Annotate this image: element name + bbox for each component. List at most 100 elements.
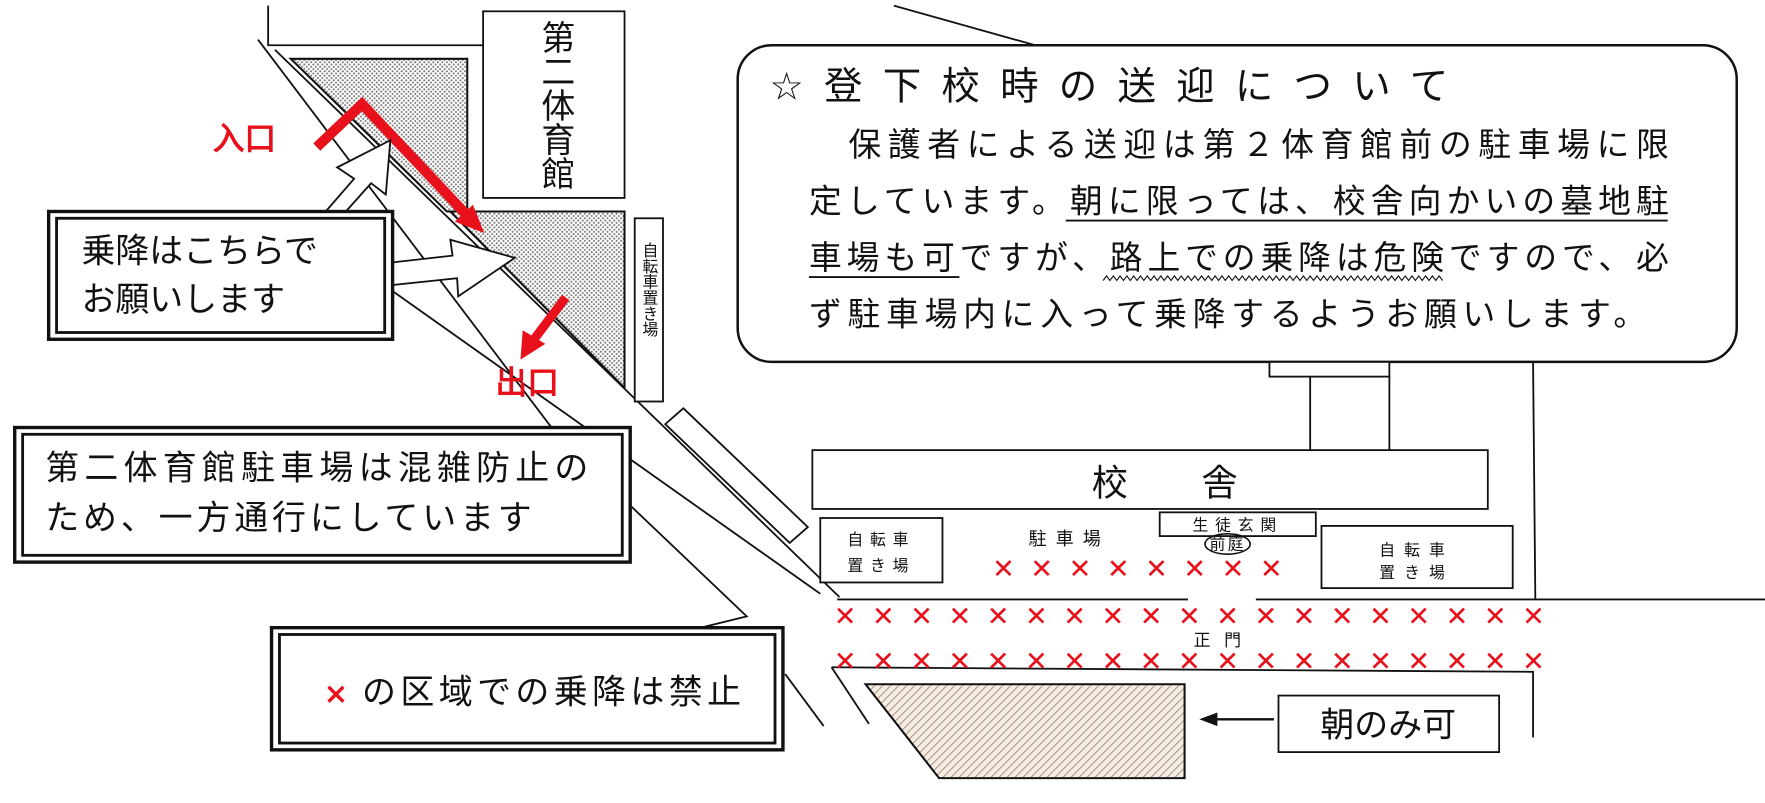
road-edge — [627, 502, 749, 630]
no-dropoff-x-mark: ✕ — [1254, 647, 1277, 678]
no-dropoff-x-mark: ✕ — [1107, 554, 1130, 585]
no-dropoff-x-mark: ✕ — [910, 647, 933, 678]
no-dropoff-x-mark: ✕ — [1101, 601, 1124, 632]
dropoff-arrow-right — [391, 238, 517, 298]
road-edge — [893, 4, 1036, 47]
no-dropoff-x-mark: ✕ — [1522, 647, 1545, 678]
no-dropoff-x-mark: ✕ — [1293, 647, 1316, 678]
road-edge — [784, 673, 825, 727]
exit-arrow — [530, 294, 570, 343]
no-dropoff-x-mark: ✕ — [987, 601, 1010, 632]
gym2-building: 第二体育館 — [482, 10, 626, 199]
morning-only-parking — [863, 683, 1186, 780]
no-dropoff-x-mark: ✕ — [1446, 601, 1469, 632]
no-dropoff-x-mark: ✕ — [1101, 647, 1124, 678]
main-gate-label: 正門 — [1194, 630, 1255, 650]
no-dropoff-x-mark: ✕ — [1178, 647, 1201, 678]
road-edge — [257, 39, 558, 435]
no-dropoff-x-mark: ✕ — [1484, 647, 1507, 678]
no-dropoff-x-mark: ✕ — [992, 554, 1015, 585]
dropoff-arrow-up — [322, 138, 392, 216]
no-dropoff-x-mark: ✕ — [1140, 601, 1163, 632]
notice-line: 車場も可ですが、路上での乗降は危険ですので、必 — [809, 239, 1669, 277]
entrance-arrow — [313, 96, 477, 226]
student-entrance: 生徒玄関 — [1158, 511, 1317, 537]
connector-structure — [1268, 361, 1391, 378]
no-dropoff-x-mark: ✕ — [834, 601, 857, 632]
no-dropoff-x-mark: ✕ — [1069, 554, 1092, 585]
oneway-line2: ため、一方通行にしています — [45, 499, 532, 538]
no-dropoff-x-mark: ✕ — [1260, 554, 1283, 585]
no-dropoff-x-mark: ✕ — [1331, 647, 1354, 678]
no-dropoff-x-mark: ✕ — [1446, 647, 1469, 678]
no-dropoff-x-mark: ✕ — [1369, 601, 1392, 632]
school-building-label-2: 舎 — [1202, 461, 1238, 504]
bike-parking-left: 自転車 置き場 — [819, 517, 944, 584]
no-dropoff-x-mark: ✕ — [1369, 647, 1392, 678]
no-dropoff-x-mark: ✕ — [1178, 601, 1201, 632]
no-dropoff-x-mark: ✕ — [872, 601, 895, 632]
morning-only-label-box: 朝のみ可 — [1277, 694, 1501, 754]
no-dropoff-x-mark: ✕ — [987, 647, 1010, 678]
no-dropoff-x-mark: ✕ — [1183, 554, 1206, 585]
no-dropoff-x-mark: ✕ — [1140, 647, 1163, 678]
road-edge — [274, 49, 841, 598]
no-dropoff-x-mark: ✕ — [1216, 647, 1239, 678]
no-dropoff-x-mark: ✕ — [1063, 647, 1086, 678]
bike-parking-right: 自転車 置き場 — [1320, 525, 1514, 590]
no-dropoff-x-mark: ✕ — [1293, 601, 1316, 632]
no-dropoff-x-mark: ✕ — [1331, 601, 1354, 632]
roadside-structure — [663, 407, 810, 545]
parking-lot-label: 駐車場 — [1028, 529, 1109, 550]
exit-label: 出口 — [496, 366, 559, 402]
student-entrance-label: 生徒玄関 — [1193, 515, 1283, 534]
forbidden-callout: × の区域での乗降は禁止 — [269, 626, 785, 752]
dropoff-line1: 乗降はこちらで — [81, 232, 317, 271]
entrance-arrowhead — [454, 204, 485, 233]
dropoff-line2: お願いします — [81, 281, 285, 320]
front-yard-label: 前庭 — [1209, 535, 1245, 554]
no-dropoff-x-mark: ✕ — [1216, 601, 1239, 632]
gym2-label: 第二体育館 — [535, 20, 575, 190]
no-dropoff-x-mark: ✕ — [910, 601, 933, 632]
exit-arrowhead — [520, 330, 546, 360]
no-dropoff-x-mark: ✕ — [1025, 647, 1048, 678]
bike-parking-vertical-label: 自転車置き場 — [640, 242, 659, 338]
notice-line: 定しています。朝に限っては、校舎向かいの墓地駐 — [809, 183, 1669, 221]
bike-parking-vertical: 自転車置き場 — [633, 217, 664, 403]
road-edge — [831, 666, 1534, 738]
no-dropoff-x-mark: ✕ — [1030, 554, 1053, 585]
no-dropoff-x-mark: ✕ — [1222, 554, 1245, 585]
no-dropoff-x-mark: ✕ — [1522, 601, 1545, 632]
gym2-parking-lower — [447, 210, 626, 391]
no-dropoff-x-mark: ✕ — [949, 601, 972, 632]
bike-parking-right-line2: 置き場 — [1379, 563, 1454, 582]
boundary-line — [1532, 361, 1537, 600]
wavy-underline — [1102, 275, 1444, 282]
no-dropoff-x-mark: ✕ — [1407, 601, 1430, 632]
bike-parking-left-line1: 自転車 — [847, 530, 915, 549]
bike-parking-left-line2: 置き場 — [847, 556, 915, 575]
no-dropoff-x-mark: ✕ — [1025, 601, 1048, 632]
no-dropoff-x-mark: ✕ — [834, 647, 857, 678]
no-dropoff-x-mark: ✕ — [1254, 601, 1277, 632]
no-dropoff-x-mark: ✕ — [1145, 554, 1168, 585]
road-edge — [830, 666, 870, 725]
bike-parking-right-line1: 自転車 — [1379, 540, 1454, 559]
entrance-label: 入口 — [213, 121, 276, 157]
school-building-label-1: 校 — [1092, 461, 1128, 504]
forbidden-mark: × — [324, 676, 349, 710]
school-building: 校 舎 — [811, 449, 1489, 510]
building-outline — [267, 5, 484, 47]
no-dropoff-x-mark: ✕ — [1407, 647, 1430, 678]
no-dropoff-x-mark: ✕ — [872, 647, 895, 678]
notice-box: ☆登下校時の送迎について 保護者による送迎は第２体育館前の駐車場に限 定していま… — [736, 43, 1738, 364]
morning-only-label: 朝のみ可 — [1320, 706, 1456, 745]
dropoff-callout: 乗降はこちらで お願いします — [46, 209, 395, 341]
front-yard-circle — [1204, 533, 1252, 555]
oneway-callout: 第二体育館駐車場は混雑防止の ため、一方通行にしています — [13, 425, 632, 564]
no-dropoff-zone: ✕ ✕ ✕ ✕ ✕ ✕ ✕ ✕ ✕ ✕ ✕ ✕ ✕ ✕ ✕ ✕ ✕ ✕ ✕ ✕ ✕ ✕ ✕ ✕ ✕ ✕ ✕ ✕ ✕ ✕ ✕ ✕ ✕ ✕ ✕ ✕ ✕ ✕ ✕ ✕… — [834, 554, 1545, 678]
no-dropoff-x-mark: ✕ — [1063, 601, 1086, 632]
no-dropoff-x-mark: ✕ — [949, 647, 972, 678]
